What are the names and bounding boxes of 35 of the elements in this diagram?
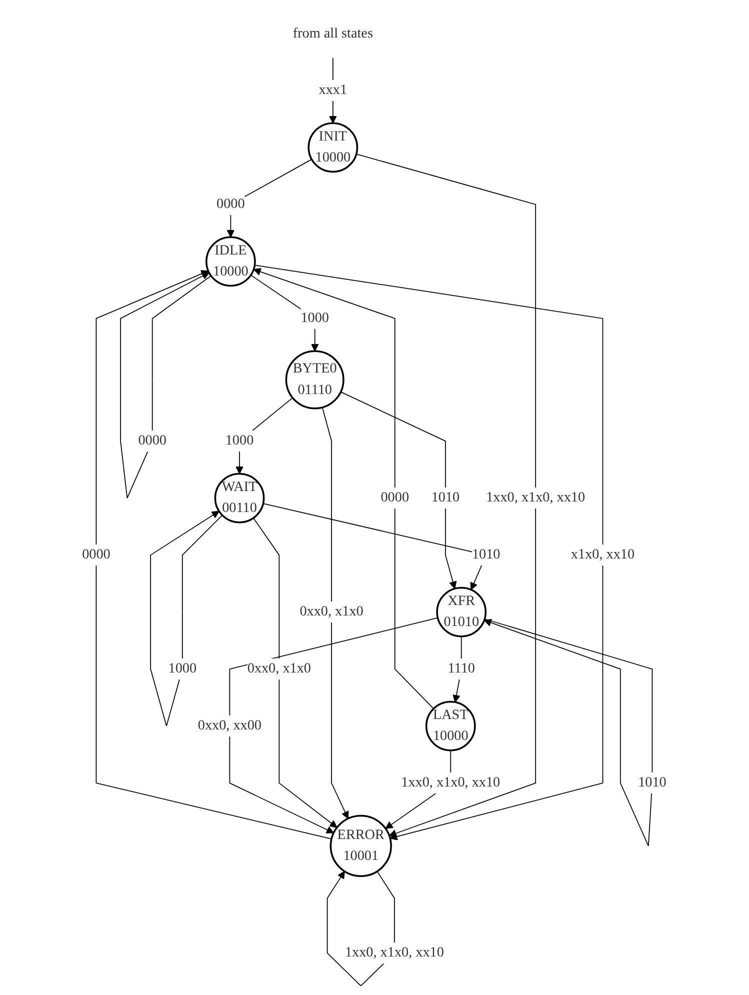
node-circle: BYTE0 01110 xyxy=(286,350,345,409)
edge-label: 1000 xyxy=(226,432,254,448)
node-text: from all states xyxy=(293,25,374,40)
arrow xyxy=(322,406,349,818)
node-circle: INIT 10000 xyxy=(308,122,358,172)
edge-label: 1xx0, x1x0, xx10 xyxy=(486,490,586,505)
arrow xyxy=(356,153,536,836)
edge-label: 1000 xyxy=(168,660,197,676)
arrow xyxy=(254,268,434,709)
edge-label: 1xx0, x1x0, xx10 xyxy=(345,944,444,960)
edge-label: 0000 xyxy=(381,490,410,505)
node-circle: ERROR 10001 xyxy=(330,814,392,876)
edge-label: 0xx0, x1x0 xyxy=(300,604,364,619)
edge-label: xxx1 xyxy=(319,82,348,98)
node-circle: IDLE 10000 xyxy=(206,236,256,286)
edge-label: 1000 xyxy=(300,310,330,326)
arrow xyxy=(253,517,338,828)
arrow xyxy=(254,264,604,840)
edge-label: 0000 xyxy=(138,432,167,448)
edge-label: 1010 xyxy=(638,774,667,790)
edge-label: 1xx0, x1x0, xx10 xyxy=(401,774,500,790)
edge-label: 1010 xyxy=(472,546,501,562)
arrow xyxy=(340,391,457,588)
arrow xyxy=(96,270,332,839)
edge-label: 0000 xyxy=(82,546,111,562)
edge-label: 1110 xyxy=(448,660,476,676)
edge-label: 1010 xyxy=(432,490,460,505)
edge-label: 0xx0, x1x0 xyxy=(248,660,312,676)
node-circle: LAST 10000 xyxy=(426,700,476,751)
edge-label: x1x0, xx10 xyxy=(571,546,635,562)
edge-label: 0xx0, xx00 xyxy=(198,718,262,733)
arrow xyxy=(230,616,438,833)
edge-label: 0000 xyxy=(216,196,246,212)
node-circle: WAIT 00110 xyxy=(214,472,265,523)
node-circle: XFR 01010 xyxy=(436,586,487,637)
